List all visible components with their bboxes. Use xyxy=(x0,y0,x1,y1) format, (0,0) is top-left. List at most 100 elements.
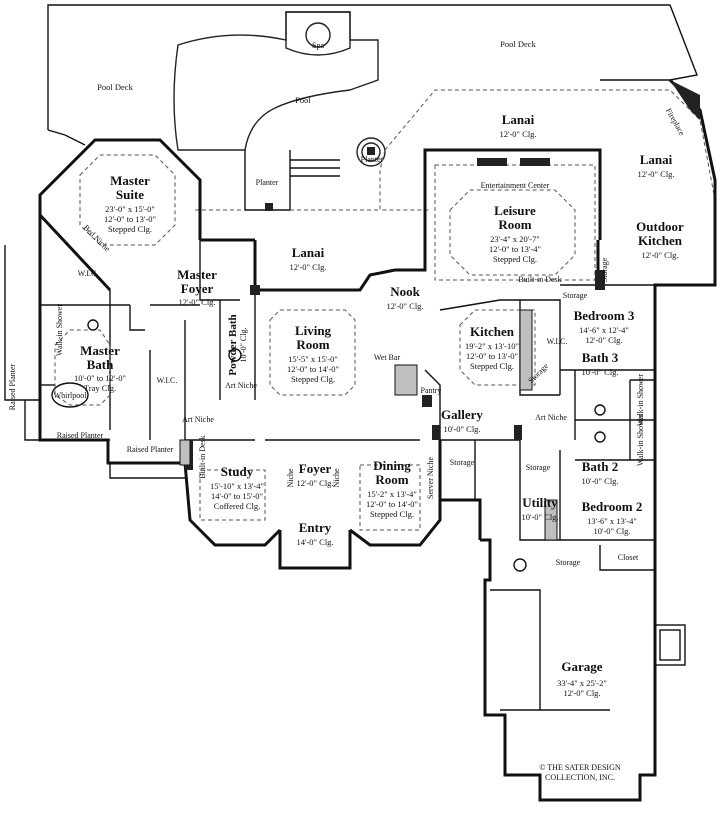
svg-text:Bath 2: Bath 2 xyxy=(582,459,618,474)
svg-text:14'-6" x 12'-4": 14'-6" x 12'-4" xyxy=(579,325,629,335)
svg-text:12'-0" Clg.: 12'-0" Clg. xyxy=(178,297,215,307)
svg-text:12'-0" Clg.: 12'-0" Clg. xyxy=(296,478,333,488)
label-storage-gallery: Storage xyxy=(450,458,475,467)
room-master-suite: Master Suite 23'-0" x 15'-0" 12'-0" to 1… xyxy=(104,173,156,234)
svg-text:12'-0" Clg.: 12'-0" Clg. xyxy=(585,335,622,345)
svg-text:Lanai: Lanai xyxy=(640,152,673,167)
svg-text:Kitchen: Kitchen xyxy=(638,233,683,248)
label-fireplace: Fireplace xyxy=(664,107,687,138)
svg-text:12'-0" to 13'-0": 12'-0" to 13'-0" xyxy=(104,214,156,224)
room-study: Study 15'-10" x 13'-4" 14'-0" to 15'-0" … xyxy=(210,464,264,511)
label-whirlpool: Whirlpool xyxy=(54,391,88,400)
label-planter-right: Planter xyxy=(361,155,384,164)
lanai-outline xyxy=(195,89,716,250)
room-dining-room: Dining Room 15'-2" x 13'-4" 12'-0" to 14… xyxy=(366,458,418,519)
svg-text:13'-6" x 13'-4": 13'-6" x 13'-4" xyxy=(587,516,637,526)
room-bath-3: Bath 3 10'-0" Clg. xyxy=(581,350,618,377)
svg-text:Suite: Suite xyxy=(116,187,144,202)
svg-text:Foyer: Foyer xyxy=(299,461,332,476)
svg-text:23'-0" x 15'-0": 23'-0" x 15'-0" xyxy=(105,204,155,214)
label-raised-planter-1: Raised Planter xyxy=(57,431,104,440)
svg-text:Bath 3: Bath 3 xyxy=(582,350,619,365)
svg-text:Coffered Clg.: Coffered Clg. xyxy=(214,501,261,511)
svg-text:Stepped Clg.: Stepped Clg. xyxy=(108,224,152,234)
svg-text:Foyer: Foyer xyxy=(181,281,214,296)
exterior-walls xyxy=(38,78,717,802)
label-niche-2: Niche xyxy=(332,468,341,488)
svg-text:Master: Master xyxy=(80,343,120,358)
room-leisure-room: Leisure Room 23'-4" x 20'-7" 12'-0" to 1… xyxy=(489,203,541,264)
svg-text:12'-0" to 13'-4": 12'-0" to 13'-4" xyxy=(489,244,541,254)
svg-text:Lanai: Lanai xyxy=(292,245,325,260)
svg-text:Powder Bath: Powder Bath xyxy=(227,314,239,375)
svg-text:14'-0" to 15'-0": 14'-0" to 15'-0" xyxy=(211,491,263,501)
svg-text:Leisure: Leisure xyxy=(494,203,536,218)
svg-text:12'-0" Clg.: 12'-0" Clg. xyxy=(289,262,326,272)
room-labels: Master Suite 23'-0" x 15'-0" 12'-0" to 1… xyxy=(74,112,684,698)
svg-text:Utility: Utility xyxy=(522,495,558,510)
room-utility: Utility 10'-0" Clg. xyxy=(521,495,558,522)
minor-labels: Pool Deck Pool Deck Spa Pool Planter Pla… xyxy=(8,39,687,567)
svg-text:10'-0" Clg.: 10'-0" Clg. xyxy=(443,424,480,434)
svg-text:Room: Room xyxy=(498,217,531,232)
svg-text:10'-0" Clg.: 10'-0" Clg. xyxy=(593,526,630,536)
svg-text:Bedroom 3: Bedroom 3 xyxy=(574,308,635,323)
room-bath-2: Bath 2 10'-0" Clg. xyxy=(581,459,618,486)
label-wic-master-bath: W.I.C. xyxy=(157,376,178,385)
svg-text:15'-5" x 15'-0": 15'-5" x 15'-0" xyxy=(288,354,338,364)
room-powder-bath: Powder Bath 10'-0" Clg. xyxy=(227,314,248,375)
svg-text:Entry: Entry xyxy=(299,520,332,535)
label-planter-left: Planter xyxy=(256,178,279,187)
svg-text:10'-0" Clg.: 10'-0" Clg. xyxy=(521,512,558,522)
room-master-bath: Master Bath 10'-0" to 12'-0" Tray Clg. xyxy=(74,343,126,393)
svg-text:Nook: Nook xyxy=(390,284,420,299)
svg-text:12'-0" Clg.: 12'-0" Clg. xyxy=(641,250,678,260)
svg-text:Study: Study xyxy=(221,464,254,479)
label-raised-planter-side: Raised Planter xyxy=(8,363,17,410)
svg-text:Stepped Clg.: Stepped Clg. xyxy=(291,374,335,384)
svg-text:12'-0" to 14'-0": 12'-0" to 14'-0" xyxy=(287,364,339,374)
svg-text:10'-0" to 12'-0": 10'-0" to 12'-0" xyxy=(74,373,126,383)
svg-text:© THE SATER DESIGN: © THE SATER DESIGN xyxy=(539,763,620,772)
svg-text:Master: Master xyxy=(177,267,217,282)
svg-text:Stepped Clg.: Stepped Clg. xyxy=(370,509,414,519)
svg-text:10'-0" Clg.: 10'-0" Clg. xyxy=(239,328,248,363)
svg-text:12'-0" to 13'-0": 12'-0" to 13'-0" xyxy=(466,351,518,361)
room-lanai-right: Lanai 12'-0" Clg. xyxy=(637,152,674,179)
svg-text:Bath: Bath xyxy=(87,357,115,372)
label-storage-garage: Storage xyxy=(556,558,581,567)
label-wet-bar: Wet Bar xyxy=(374,353,401,362)
label-niche-1: Niche xyxy=(286,468,295,488)
room-nook: Nook 12'-0" Clg. xyxy=(386,284,423,311)
label-storage-outdoor: Storage xyxy=(600,257,609,282)
label-server-niche: Server Niche xyxy=(426,457,435,499)
svg-text:Garage: Garage xyxy=(561,659,602,674)
label-entertainment-center: Entertainment Center xyxy=(481,181,550,190)
label-wic-b3: W.I.C. xyxy=(547,337,568,346)
copyright-credit: © THE SATER DESIGN COLLECTION, INC. xyxy=(539,763,620,782)
label-storage-b3: Storage xyxy=(563,291,588,300)
svg-text:12'-0" Clg.: 12'-0" Clg. xyxy=(386,301,423,311)
svg-text:12'-0" to 14'-0": 12'-0" to 14'-0" xyxy=(366,499,418,509)
label-raised-planter-2: Raised Planter xyxy=(127,445,174,454)
svg-text:Bedroom 2: Bedroom 2 xyxy=(582,499,643,514)
room-bedroom-2: Bedroom 2 13'-6" x 13'-4" 10'-0" Clg. xyxy=(582,499,643,536)
svg-text:15'-10" x 13'-4": 15'-10" x 13'-4" xyxy=(210,481,264,491)
svg-text:10'-0" Clg.: 10'-0" Clg. xyxy=(581,476,618,486)
room-lanai-center: Lanai 12'-0" Clg. xyxy=(289,245,326,272)
label-art-niche-1: Art Niche xyxy=(182,415,214,424)
svg-text:COLLECTION, INC.: COLLECTION, INC. xyxy=(545,773,615,782)
room-kitchen: Kitchen 19'-2" x 13'-10" 12'-0" to 13'-0… xyxy=(465,324,519,371)
room-bedroom-3: Bedroom 3 14'-6" x 12'-4" 12'-0" Clg. xyxy=(574,308,635,345)
svg-text:Dining: Dining xyxy=(373,458,411,473)
svg-text:Lanai: Lanai xyxy=(502,112,535,127)
raised-planters xyxy=(4,245,185,479)
label-storage-utility: Storage xyxy=(526,463,551,472)
room-master-foyer: Master Foyer 12'-0" Clg. xyxy=(177,267,217,307)
svg-text:14'-0" Clg.: 14'-0" Clg. xyxy=(296,537,333,547)
room-gallery: Gallery 10'-0" Clg. xyxy=(441,407,483,434)
svg-text:10'-0" Clg.: 10'-0" Clg. xyxy=(581,367,618,377)
label-walkin-shower-b2: Walk-in Shower xyxy=(636,414,645,466)
svg-text:33'-4" x 25'-2": 33'-4" x 25'-2" xyxy=(557,678,607,688)
